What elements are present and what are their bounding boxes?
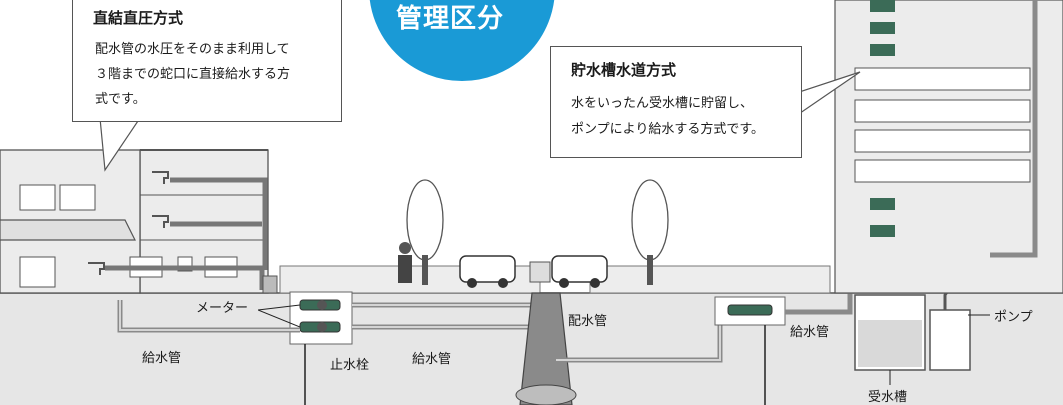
direct-pressure-line-3: 式です。 bbox=[95, 92, 146, 107]
meter-label: メーター bbox=[196, 301, 249, 316]
meter-assembly bbox=[289, 291, 353, 405]
tank-system-line-1: 水をいったん受水槽に貯留し、 bbox=[571, 96, 754, 111]
right-meter bbox=[714, 282, 870, 405]
stop-valve-label: 止水栓 bbox=[330, 358, 370, 373]
high-rise-building bbox=[834, 0, 1063, 294]
meter-leader-lines bbox=[258, 304, 300, 328]
direct-pressure-title: 直結直圧方式 bbox=[93, 9, 184, 27]
low-rise-building bbox=[0, 149, 278, 294]
street-wall-right bbox=[589, 265, 831, 294]
receiving-tank-label: 受水槽 bbox=[868, 390, 908, 405]
distribution-main-label: 配水管 bbox=[568, 314, 608, 329]
direct-pressure-line-1: 配水管の水圧をそのまま利用して bbox=[95, 42, 290, 57]
badge-circle bbox=[365, 0, 559, 85]
supply-pipe-label-left: 給水管 bbox=[142, 351, 182, 366]
tank-system-line-2: ポンプにより給水する方式です。 bbox=[571, 122, 765, 137]
supply-pipe-label-mid: 給水管 bbox=[412, 352, 452, 367]
tank-system-callout: 貯水槽水道方式 水をいったん受水槽に貯留し、 ポンプにより給水する方式です。 bbox=[550, 46, 802, 158]
direct-pressure-callout: 直結直圧方式 配水管の水圧をそのまま利用して ３階までの蛇口に直接給水する方 式… bbox=[72, 0, 342, 122]
direct-pressure-line-2: ３階までの蛇口に直接給水する方 bbox=[95, 67, 291, 82]
pump-label: ポンプ bbox=[994, 310, 1033, 325]
supply-pipe-label-right: 給水管 bbox=[790, 325, 830, 340]
tank-and-pump bbox=[854, 252, 990, 385]
badge-label: 管理区分 bbox=[396, 4, 505, 34]
tank-system-title: 貯水槽水道方式 bbox=[571, 61, 677, 79]
street-scenery bbox=[398, 179, 669, 288]
